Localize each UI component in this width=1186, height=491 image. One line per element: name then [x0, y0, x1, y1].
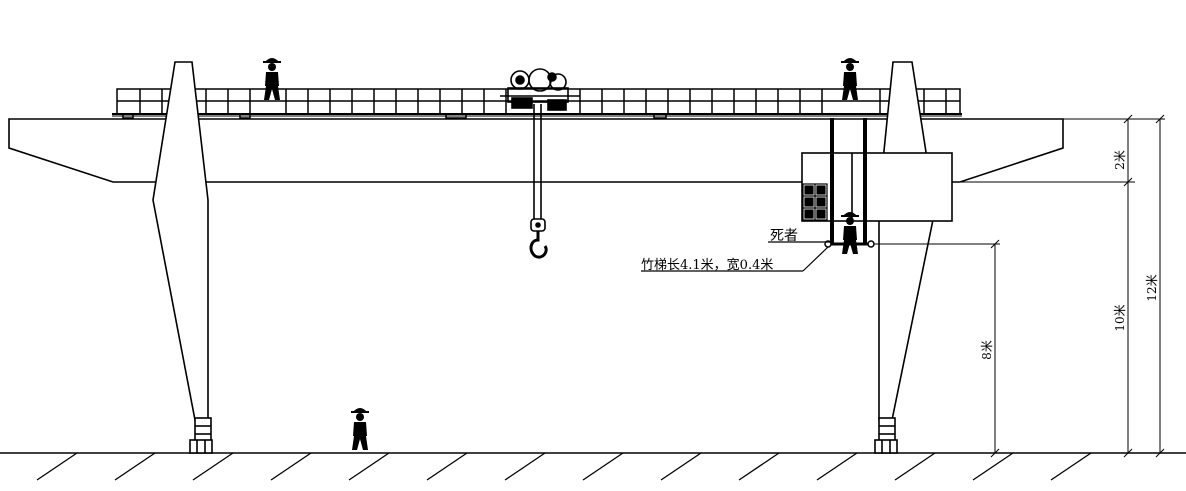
- dim-10m: 10米: [1113, 304, 1127, 331]
- walkway-railing: [112, 88, 962, 119]
- cab-window-grid: [802, 183, 828, 221]
- crane-hook: [529, 104, 548, 259]
- operator-cab: [801, 152, 953, 222]
- annotation-leaders: [641, 241, 832, 272]
- worker-on-girder-left: [262, 57, 282, 101]
- victim-label: 死者: [770, 228, 798, 244]
- ground-hatching: [36, 452, 1092, 481]
- worker-on-ground: [350, 407, 370, 451]
- ground: [0, 452, 1186, 481]
- dimension-lines: [874, 114, 1165, 458]
- trolley-hoist: [500, 68, 580, 111]
- ladder-label: 竹梯长4.1米，宽0.4米: [641, 257, 773, 273]
- worker-on-girder-right: [840, 57, 860, 101]
- dim-2m: 2米: [1113, 150, 1127, 170]
- dim-12m: 12米: [1145, 274, 1159, 301]
- bamboo-ladder: [824, 118, 875, 248]
- dim-8m: 8米: [980, 340, 994, 360]
- left-leg: [152, 61, 213, 454]
